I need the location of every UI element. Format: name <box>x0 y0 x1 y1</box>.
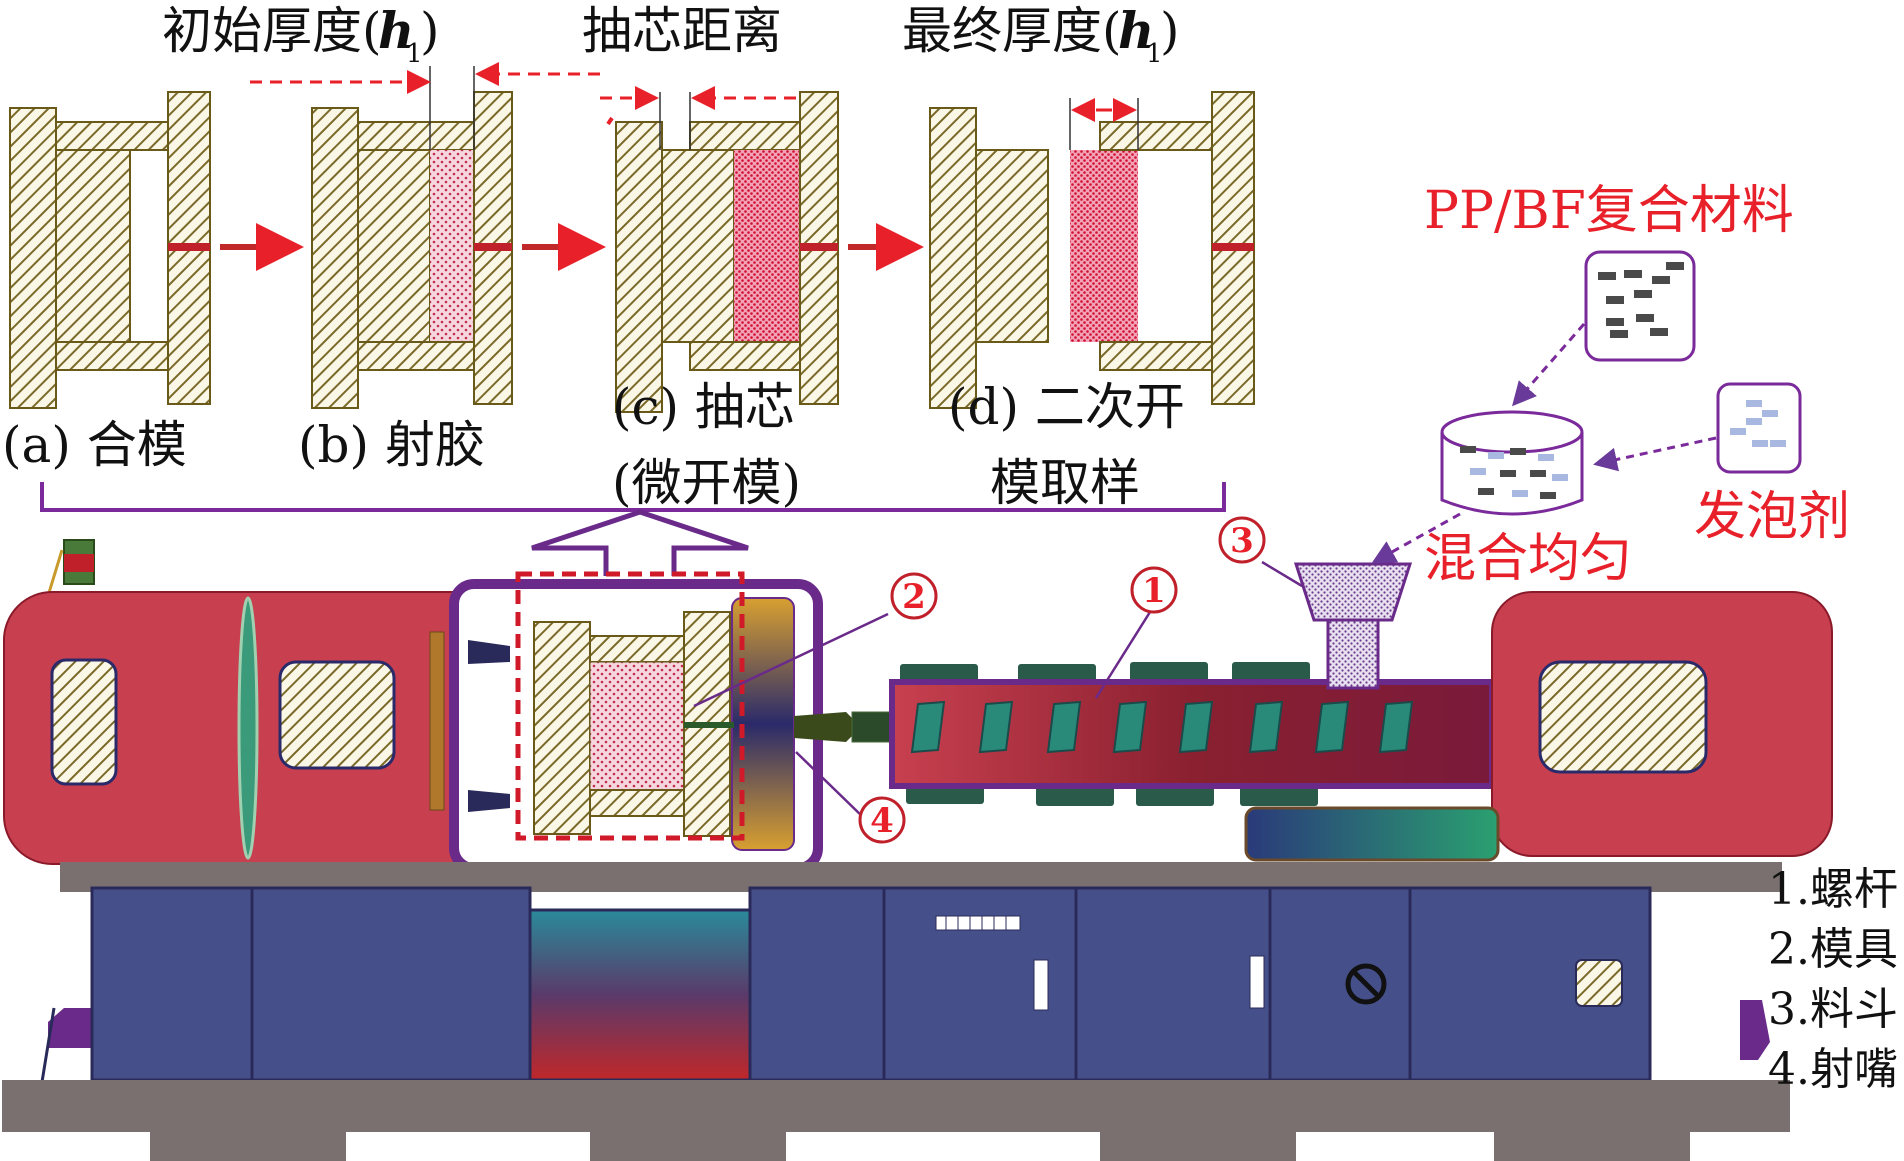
callout-1-number: 1 <box>1142 571 1166 611</box>
step-b-caption: (b) 射胶 <box>298 416 485 474</box>
callout-2-number: 2 <box>902 577 926 617</box>
legend-item-mold: 2.模具 <box>1768 924 1898 975</box>
step-c-caption-line1: (c) 抽芯 <box>612 378 795 436</box>
initial-thickness-paren-close: ) <box>420 2 440 60</box>
initial-thickness-paren-open: ( <box>362 2 382 60</box>
platen-ring <box>237 596 259 860</box>
cabinet-details <box>935 915 1623 1011</box>
final-thickness-label: 最终厚度 <box>902 2 1102 60</box>
injection-window <box>1538 660 1708 774</box>
composite-fibers-icon <box>1598 262 1684 338</box>
material-flow-arrows <box>1371 323 1717 564</box>
stages-bracket <box>40 482 1226 512</box>
clamp-window-left <box>50 658 118 786</box>
step-d-caption-line1: (d) 二次开 <box>948 378 1185 436</box>
step-a-caption: (a) 合模 <box>2 416 187 474</box>
dimension-marks <box>250 62 1139 150</box>
stage-c-core-pull <box>615 91 839 413</box>
callout-4-number: 4 <box>870 801 894 841</box>
callout-4 <box>858 796 906 844</box>
parts-legend: 1.螺杆 2.模具 3.料斗 4.射嘴 <box>1768 864 1898 1095</box>
final-thickness-subscript: 1 <box>1146 39 1163 69</box>
callout-leaders <box>693 560 1303 819</box>
legend-item-nozzle: 4.射嘴 <box>1768 1044 1898 1095</box>
left-foot-slope <box>48 1008 92 1048</box>
machine-base <box>2 1080 1790 1132</box>
callout-3 <box>1218 516 1266 564</box>
stage-b-injection <box>311 91 513 409</box>
nozzle <box>794 712 852 742</box>
legend-item-screw: 1.螺杆 <box>1768 864 1898 915</box>
initial-thickness-label: 初始厚度 <box>162 2 362 60</box>
ejector-pin-top <box>468 640 510 664</box>
callout-3-number: 3 <box>1230 521 1254 561</box>
step-c-caption-line2: (微开模) <box>612 454 801 512</box>
step-d-caption-line2: 模取样 <box>990 454 1140 512</box>
machine-cabinet <box>90 886 1652 1082</box>
indicator-light-icon <box>46 539 95 597</box>
mold-cavity-melt <box>589 661 685 791</box>
composite-material-label: PP/BF复合材料 <box>1424 181 1794 241</box>
mold-moving-half <box>533 621 591 835</box>
right-foot-slope <box>1740 1000 1770 1060</box>
initial-thickness-symbol: h <box>378 1 414 60</box>
hopper <box>1293 562 1413 622</box>
hopper-neck <box>1326 618 1380 690</box>
initial-thickness-subscript: 1 <box>406 39 423 69</box>
mixing-container <box>1440 410 1584 516</box>
stage-a-closed-mold <box>9 91 211 409</box>
final-thickness-paren-open: ( <box>1102 2 1122 60</box>
callout-2 <box>890 572 938 620</box>
core-pull-distance-label: 抽芯距离 <box>582 2 782 60</box>
legend-item-hopper: 3.料斗 <box>1768 984 1898 1035</box>
final-thickness-paren-close: ) <box>1160 2 1180 60</box>
stage-d-second-opening <box>929 91 1255 409</box>
hollow-up-arrow <box>531 509 749 576</box>
foaming-agent-box <box>1716 382 1802 474</box>
mixed-uniformly-label: 混合均匀 <box>1424 529 1632 589</box>
tie-bar <box>429 631 445 811</box>
ejector-pin-bottom <box>468 790 510 812</box>
foaming-agent-icon <box>1730 400 1786 447</box>
mold-highlight-box <box>515 571 745 841</box>
machine-feet <box>150 1132 1690 1161</box>
callout-1 <box>1130 566 1178 614</box>
injection-carriage <box>1244 806 1500 862</box>
foaming-agent-label: 发泡剂 <box>1694 487 1850 547</box>
screw-flights <box>910 700 1414 754</box>
clamp-window-right <box>278 660 396 770</box>
final-thickness-symbol: h <box>1118 1 1154 60</box>
